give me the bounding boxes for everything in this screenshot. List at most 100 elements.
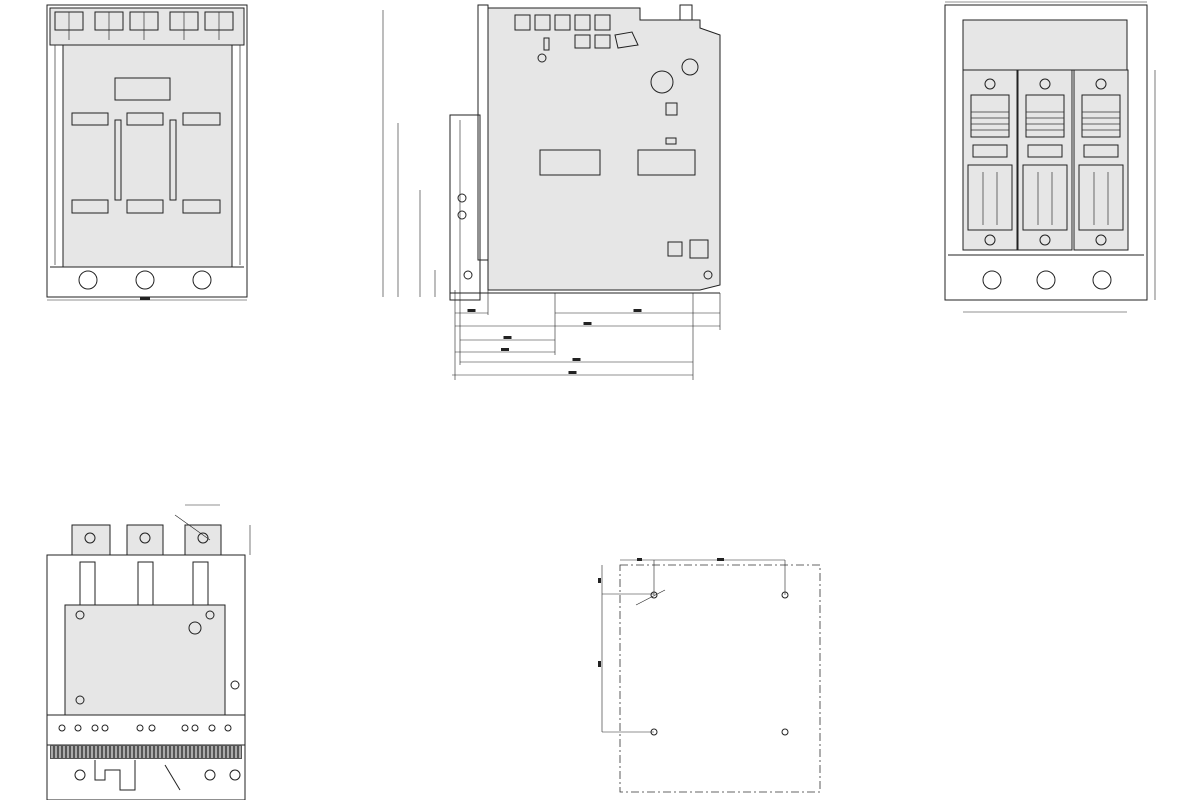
vent-slot — [637, 149, 696, 176]
mounting-hole — [1092, 270, 1112, 290]
terminal-screw — [1039, 78, 1051, 90]
strip-hole — [91, 724, 99, 732]
shaft-hole — [650, 70, 674, 94]
guide-bar — [169, 119, 177, 201]
strip-hole — [148, 724, 156, 732]
strip-hole — [191, 724, 199, 732]
hole — [229, 769, 241, 781]
fuse-contact — [972, 144, 1008, 158]
hole — [703, 270, 713, 280]
cover-plate — [62, 44, 233, 268]
connector-block — [554, 14, 571, 31]
slot — [182, 199, 221, 214]
terminal-screw — [197, 532, 209, 544]
slot — [126, 199, 164, 214]
mounting-bracket — [449, 114, 481, 301]
fuse-contact — [1083, 144, 1119, 158]
strip-holes — [58, 724, 232, 732]
terminal — [126, 524, 164, 556]
hole — [75, 695, 85, 705]
fuse-link-bottom — [1078, 164, 1124, 231]
guide-bar — [114, 119, 122, 201]
hole — [537, 53, 547, 63]
dimension-label — [633, 309, 642, 312]
mounting-template — [598, 558, 821, 793]
fuse-link-bottom — [967, 164, 1013, 231]
top-latch — [679, 4, 693, 21]
strip-hole — [58, 724, 66, 732]
hole — [457, 210, 467, 220]
hole — [75, 610, 85, 620]
control-strip — [46, 714, 246, 746]
fuse-link-top — [1081, 94, 1121, 138]
front-flange — [477, 4, 489, 261]
nameplate — [114, 77, 171, 101]
vent-slot — [539, 149, 601, 176]
slot — [71, 199, 109, 214]
terminal-screw — [1039, 234, 1051, 246]
shaft-hole — [681, 58, 699, 76]
switch-block — [667, 241, 683, 257]
mounting-hole — [781, 728, 789, 736]
fuse-pole — [1017, 69, 1073, 251]
fuse-contact — [1027, 144, 1063, 158]
terminal-screw — [984, 78, 996, 90]
strip-hole — [224, 724, 232, 732]
fuse-poles — [962, 69, 1129, 251]
top-housing — [962, 19, 1128, 71]
side-view — [382, 4, 721, 380]
connector-block — [574, 14, 591, 31]
connector-block — [514, 14, 531, 31]
base-plate — [64, 604, 226, 716]
connector-block — [534, 14, 551, 31]
fuse-link-top — [970, 94, 1010, 138]
front-view — [46, 4, 248, 301]
hole — [457, 193, 467, 203]
dimension-label — [501, 348, 509, 351]
strip-hole — [181, 724, 189, 732]
strip-hole — [101, 724, 109, 732]
terminal-screw — [1095, 234, 1107, 246]
hole — [74, 769, 86, 781]
fuse-link-top — [1025, 94, 1065, 138]
dimension-label — [637, 558, 642, 561]
indicator — [665, 137, 677, 145]
fuse-pole — [962, 69, 1018, 251]
hole — [188, 621, 202, 635]
dimension-label — [598, 578, 601, 583]
hole — [230, 680, 240, 690]
fuse-pole — [1073, 69, 1129, 251]
dimension-label — [583, 322, 592, 325]
terminal-screw — [1095, 78, 1107, 90]
dimension-label — [717, 558, 724, 561]
dimension-leader — [174, 514, 211, 541]
switch-block — [689, 239, 709, 259]
diameter-leader — [635, 589, 666, 606]
dimension-label — [568, 371, 577, 374]
slot — [71, 112, 109, 126]
dimension-label — [467, 309, 476, 312]
dimension-label — [503, 336, 512, 339]
lever — [164, 764, 181, 791]
hole — [204, 769, 216, 781]
dimension-lines — [382, 10, 721, 380]
terminal-screw — [84, 532, 96, 544]
terminal — [184, 524, 222, 556]
indicator — [665, 102, 678, 116]
hole — [205, 610, 215, 620]
hole — [463, 270, 473, 280]
side-plate — [487, 7, 721, 291]
terminal-clamps — [54, 11, 234, 40]
tab — [543, 37, 550, 51]
strip-hole — [74, 724, 82, 732]
mounting-hole — [1036, 270, 1056, 290]
template-outline — [619, 564, 821, 793]
mounting-hole — [192, 270, 212, 290]
strip-hole — [208, 724, 216, 732]
busbar — [137, 561, 154, 606]
connector-blocks — [514, 14, 639, 49]
connector-block — [594, 14, 611, 31]
connector-block — [594, 34, 611, 49]
mounting-hole — [982, 270, 1002, 290]
